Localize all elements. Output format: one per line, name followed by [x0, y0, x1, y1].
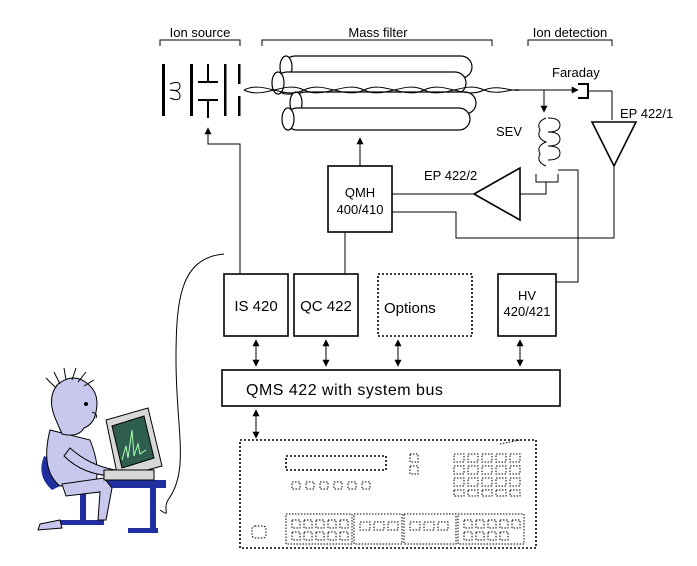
faraday-cup: Faraday: [540, 65, 613, 120]
hv-label-line2: 420/421: [504, 304, 551, 319]
rack-front-panel: [239, 439, 537, 549]
keyboard: [103, 469, 155, 481]
ep-422-2-amplifier: EP 422/2: [424, 166, 521, 222]
section-header-ion-source: Ion source: [159, 25, 241, 46]
desk: [104, 480, 166, 488]
qc422-label: QC 422: [300, 298, 352, 315]
is420-label: IS 420: [234, 298, 277, 315]
hv-module: HV 420/421: [497, 273, 557, 337]
ion-detection-label: Ion detection: [533, 25, 607, 40]
operator-figure: [37, 367, 166, 533]
signal-lines: [159, 127, 615, 514]
is-420-module: IS 420: [223, 273, 289, 337]
bus-label: QMS 422 with system bus: [246, 382, 443, 399]
ep-422-1-amplifier: EP 422/1: [590, 106, 673, 168]
sev-label: SEV: [496, 124, 522, 139]
faraday-label: Faraday: [552, 65, 600, 80]
ep2-label: EP 422/2: [424, 168, 477, 183]
qmh-label-line1: QMH: [345, 185, 375, 200]
bus-connections: [252, 339, 524, 439]
sev-multiplier: SEV: [496, 117, 561, 195]
mass-filter-label: Mass filter: [348, 25, 408, 40]
options-module: Options: [377, 273, 473, 337]
rack-module-slots: [285, 513, 525, 545]
qc-422-module: QC 422: [293, 273, 359, 337]
system-bus: QMS 422 with system bus: [221, 369, 561, 407]
rack-small-buttons: [251, 453, 521, 539]
hv-label-line1: HV: [518, 288, 536, 303]
ion-source-label: Ion source: [170, 25, 231, 40]
quadrupole-rods: [271, 55, 477, 131]
section-header-ion-detection: Ion detection: [527, 25, 613, 46]
options-label: Options: [384, 300, 436, 317]
section-header-mass-filter: Mass filter: [261, 25, 493, 46]
qmh-label-line2: 400/410: [337, 202, 384, 217]
ion-source-electrodes: [162, 64, 241, 118]
ep1-label: EP 422/1: [620, 106, 673, 121]
qmh-module: QMH 400/410: [327, 165, 393, 233]
